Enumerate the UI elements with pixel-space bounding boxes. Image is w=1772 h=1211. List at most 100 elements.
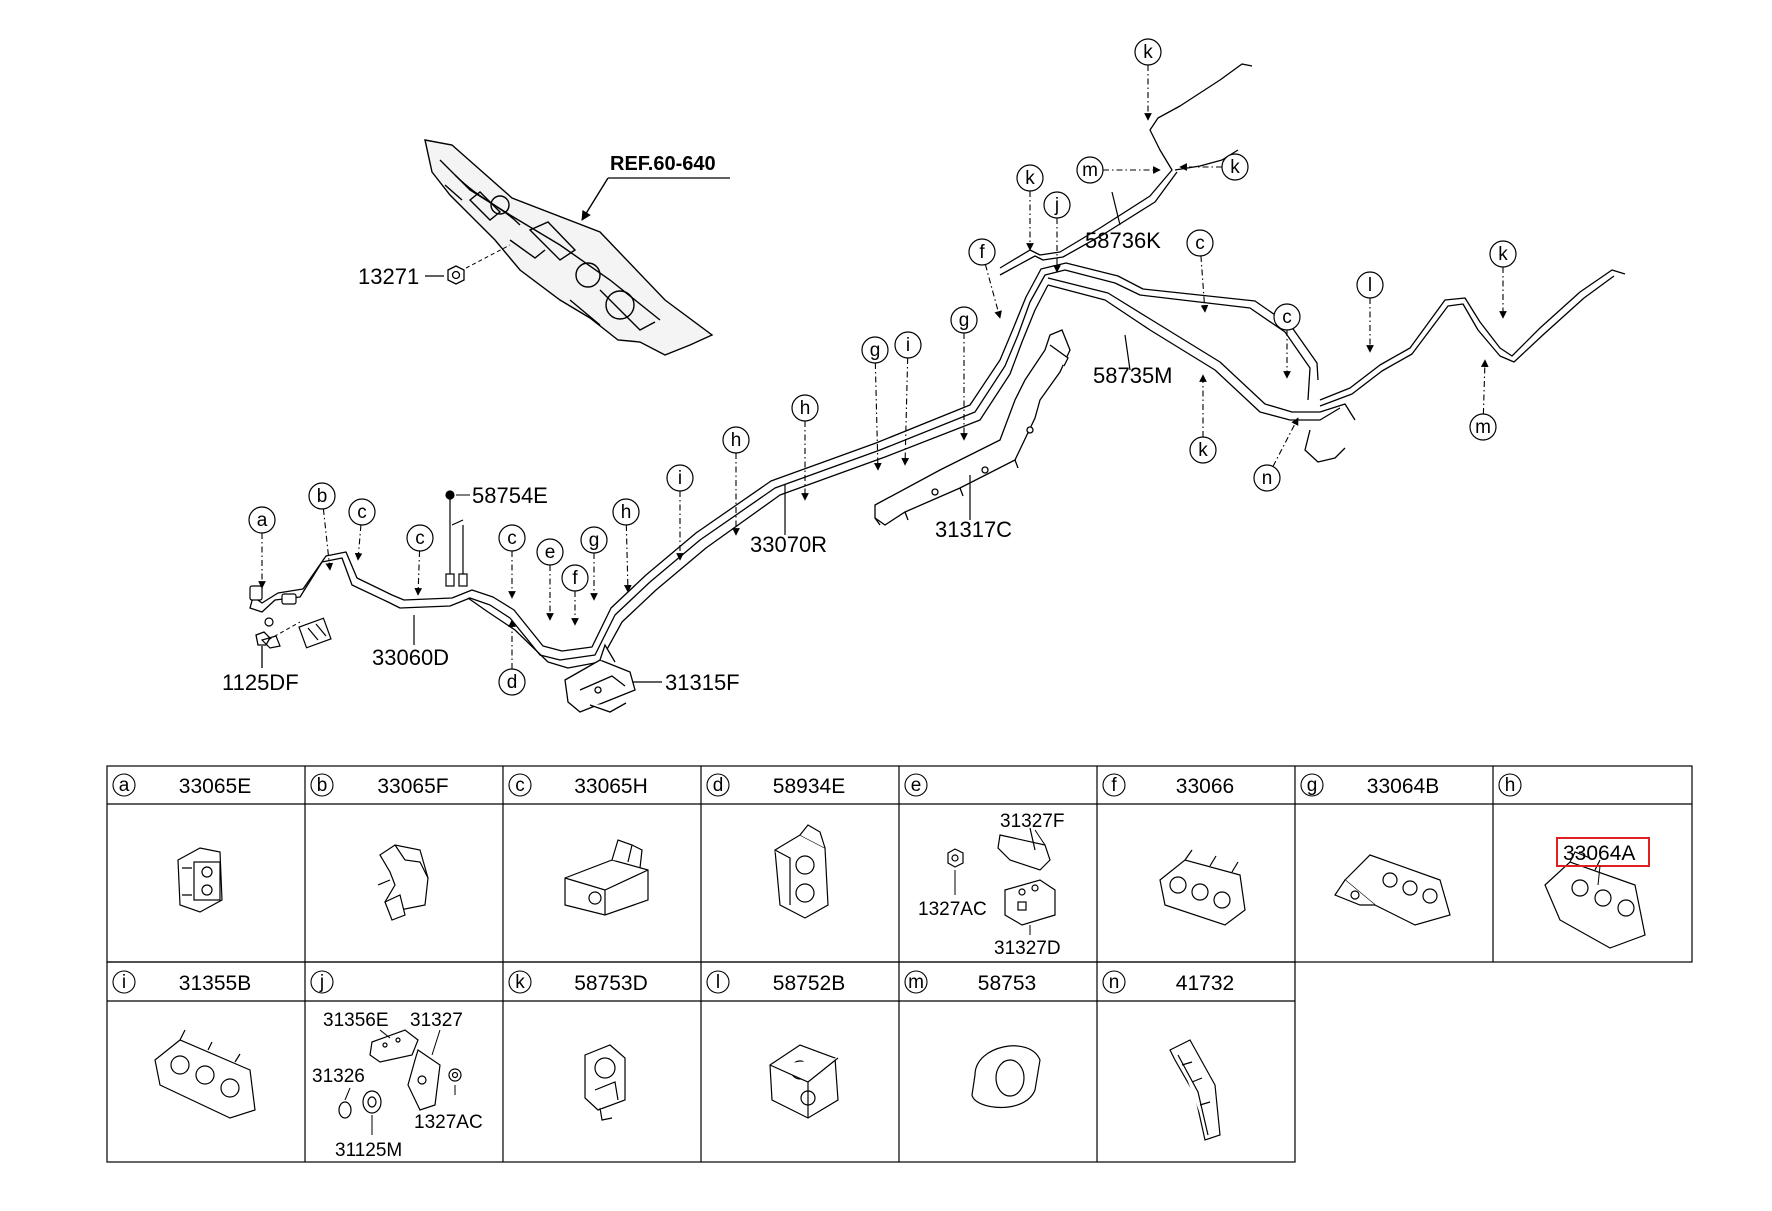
callout-letter-g: g: [589, 530, 600, 551]
tube-assembly: [249, 63, 1626, 669]
clip-58754E-drawing: [445, 490, 468, 587]
j-sub-31327: 31327: [410, 1010, 463, 1031]
callout-letter-i: i: [678, 468, 682, 489]
callout-circle-h: [612, 498, 640, 526]
part-33066-drawing: [1159, 849, 1246, 926]
part-58752B-drawing: [769, 1044, 839, 1119]
j-sub-31326: 31326: [312, 1066, 365, 1087]
callout-circle-c: [1273, 303, 1301, 331]
table-part-58752B: 58752B: [773, 972, 845, 995]
callout-circle-i: [894, 331, 922, 359]
e-sub-1327AC: 1327AC: [918, 899, 987, 920]
cell-drawings: [177, 824, 1646, 949]
callout-letter-k: k: [1498, 244, 1508, 265]
callout-arrow-n: [1272, 417, 1299, 467]
table-part-58934E: 58934E: [773, 775, 845, 798]
callout-letter-k: k: [1198, 440, 1208, 461]
dash-panel-drawing: [424, 139, 714, 356]
callout-letter-g: g: [959, 310, 970, 331]
table-part-33065H: 33065H: [574, 775, 648, 798]
table-letter-circle-i: [112, 970, 136, 994]
callout-circle-h: [791, 394, 819, 422]
crossmember-31317C-drawing: [874, 329, 1071, 526]
callout-letter-l: l: [1368, 275, 1372, 296]
callout-letter-c: c: [415, 528, 425, 549]
part-31355B-drawing: [154, 1029, 256, 1119]
table-part-58753: 58753: [978, 972, 1036, 995]
ref-arrow: [581, 177, 609, 221]
highlighted-part-33064A: 33064A: [1563, 842, 1635, 865]
table-part-33065E: 33065E: [179, 775, 251, 798]
part-58753D-drawing: [584, 1044, 626, 1121]
callout-letter-k: k: [1230, 157, 1240, 178]
callout-circle-h: [722, 426, 750, 454]
table-letter-circle-j: [310, 970, 334, 994]
table-part-58753D: 58753D: [574, 972, 648, 995]
e-sub-31327D: 31327D: [994, 938, 1061, 959]
callout-arrow-b: [322, 508, 334, 571]
callout-letter-c: c: [1282, 307, 1292, 328]
callout-letter-b: b: [317, 486, 328, 507]
callout-circle-m: [1076, 156, 1104, 184]
callout-letter-a: a: [257, 510, 268, 531]
part-label-58736K: 58736K: [1085, 228, 1161, 253]
table-letter-d: d: [713, 775, 724, 796]
leader-58735M: [1124, 334, 1131, 371]
front-fittings: [249, 585, 332, 649]
part-label-31315F: 31315F: [665, 670, 740, 695]
dash-1125DF: [267, 621, 301, 641]
table-letter-j: j: [319, 972, 324, 993]
callout-arrow-h: [623, 524, 632, 593]
table-letter-c: c: [515, 775, 525, 796]
table-part-33066: 33066: [1176, 775, 1234, 798]
part-33064B-drawing: [1334, 854, 1451, 926]
callout-arrow-f: [984, 264, 1002, 319]
callout-arrow-c: [414, 550, 423, 596]
part-label-13271: 13271: [358, 264, 419, 289]
callout-circle-f: [561, 564, 589, 592]
callout-circle-c: [498, 524, 526, 552]
leader-58736K: [1111, 191, 1121, 226]
callout-circle-k: [1134, 38, 1162, 66]
table-letter-circle-b: [310, 773, 334, 797]
callout-letter-e: e: [545, 542, 556, 563]
part-label-58754E: 58754E: [472, 483, 548, 508]
callout-letter-d: d: [507, 672, 518, 693]
part-33065F-drawing: [377, 844, 429, 921]
table-part-33065F: 33065F: [377, 775, 448, 798]
callout-letter-m: m: [1082, 160, 1098, 181]
leader-33064A: [1597, 865, 1601, 886]
callout-letter-f: f: [979, 242, 985, 263]
callout-letter-j: j: [1054, 195, 1059, 216]
callout-circle-g: [861, 336, 889, 364]
table-part-33064B: 33064B: [1367, 775, 1439, 798]
highlight-box: [1556, 837, 1650, 867]
callout-circle-d: [498, 668, 526, 696]
callout-circle-k: [1189, 436, 1217, 464]
part-j-drawings: [338, 1029, 462, 1119]
table-letter-circle-n: [1102, 970, 1126, 994]
part-58934E-drawing: [774, 824, 829, 919]
callout-circle-c: [406, 524, 434, 552]
callout-letter-c: c: [1195, 233, 1205, 254]
j-sub-1327AC: 1327AC: [414, 1112, 483, 1133]
callout-letter-h: h: [800, 398, 811, 419]
part-41732-drawing: [1169, 1039, 1221, 1141]
callout-arrow-c: [354, 524, 363, 561]
part-label-58735M: 58735M: [1093, 363, 1173, 388]
callout-circle-l: [1356, 271, 1384, 299]
table-letter-circle-f: [1102, 773, 1126, 797]
parts-table: [106, 765, 1693, 1163]
callout-circle-k: [1489, 240, 1517, 268]
dash-13271: [465, 244, 511, 269]
part-label-1125DF: 1125DF: [222, 670, 299, 695]
callout-circle-n: [1253, 464, 1281, 492]
table-letter-circle-m: [904, 970, 928, 994]
callout-circle-j: [1043, 191, 1071, 219]
table-letter-circle-g: [1300, 773, 1324, 797]
callout-circle-e: [536, 538, 564, 566]
callout-circle-a: [248, 506, 276, 534]
part-58753-drawing: [971, 1045, 1041, 1109]
